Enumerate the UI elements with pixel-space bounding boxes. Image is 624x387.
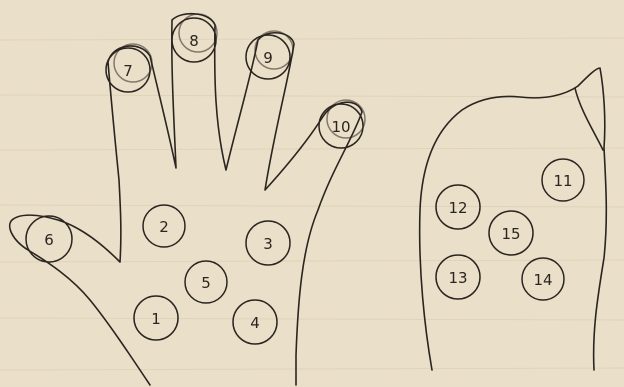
point-6: 6: [26, 216, 72, 262]
point-11: 11: [542, 159, 584, 201]
point-label-3: 3: [263, 235, 273, 253]
point-label-2: 2: [159, 218, 169, 236]
paper-texture: [0, 38, 624, 370]
point-5: 5: [185, 261, 227, 303]
right-hand-outline: [420, 68, 607, 370]
point-label-1: 1: [151, 310, 161, 328]
point-label-13: 13: [448, 269, 467, 287]
point-13: 13: [436, 255, 480, 299]
point-15: 15: [489, 211, 533, 255]
point-label-8: 8: [189, 32, 199, 50]
point-9: 9: [246, 31, 293, 79]
point-label-15: 15: [501, 225, 520, 243]
point-label-4: 4: [250, 314, 260, 332]
point-label-11: 11: [553, 172, 572, 190]
point-label-14: 14: [533, 271, 552, 289]
point-3: 3: [246, 221, 290, 265]
point-label-9: 9: [263, 49, 273, 67]
point-10: 10: [319, 100, 365, 148]
point-8: 8: [172, 14, 217, 62]
point-14: 14: [522, 258, 564, 300]
point-label-6: 6: [44, 231, 54, 249]
point-label-12: 12: [448, 199, 467, 217]
point-label-5: 5: [201, 274, 211, 292]
point-4: 4: [233, 300, 277, 344]
point-label-7: 7: [123, 62, 133, 80]
point-label-10: 10: [331, 118, 350, 136]
point-2: 2: [143, 205, 185, 247]
left-hand-outline: [10, 14, 362, 385]
